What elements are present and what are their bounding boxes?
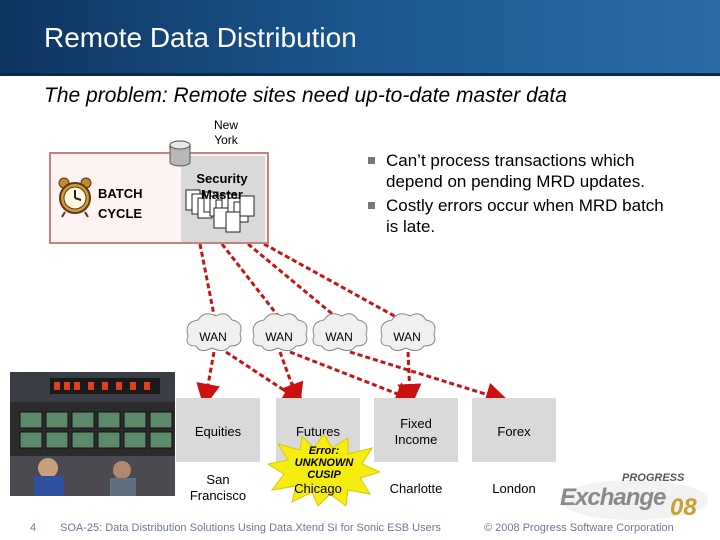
database-cylinder-icon [169, 140, 191, 167]
destination-box-equities [176, 398, 260, 462]
arrow-ny-to-wan-1 [198, 243, 216, 316]
arrow-ny-to-wan-4 [263, 242, 399, 320]
arrow-ny-to-wan-3 [247, 242, 337, 319]
arrow-wan-cross-1 [225, 350, 307, 405]
progress-exchange-logo [560, 480, 708, 520]
arrow-wan-cross-3 [349, 350, 510, 406]
arrow-wan4-to-fixed-income [397, 351, 422, 408]
destination-name-forex: Forex [497, 424, 531, 439]
arrow-ny-to-wan-2 [220, 243, 280, 317]
city-label-chicago: Chicago [294, 481, 342, 496]
city-label-san-francisco: San Francisco [189, 472, 247, 503]
wan-cloud-2 [252, 313, 308, 352]
footer-copyright: © 2008 Progress Software Corporation [484, 522, 674, 534]
wan-cloud-4 [380, 313, 436, 352]
trading-floor-photo [10, 372, 175, 496]
error-callout-text: Error: UNKNOWN CUSIP [294, 445, 354, 481]
destination-name-equities: Equities [194, 424, 242, 439]
destination-name-futures: Futures [295, 424, 341, 439]
batch-cycle-label: BATCH CYCLE [98, 186, 143, 221]
city-label-charlotte: Charlotte [389, 481, 443, 496]
wan-label-2: WAN [265, 330, 293, 344]
wan-cloud-icons [186, 313, 436, 352]
site-label-new-york: New York [213, 118, 238, 147]
logo-progress-text: PROGRESS [622, 472, 685, 484]
logo-exchange-text: Exchange [560, 484, 666, 511]
footer-title: SOA-25: Data Distribution Solutions Usin… [60, 522, 441, 534]
security-master-label: Security Master [196, 171, 248, 202]
title-bar: Remote Data Distribution [0, 0, 720, 76]
bullet-item: Can’t process transactions which depend … [368, 150, 678, 192]
destination-name-fixed-income: Fixed Income [394, 416, 438, 447]
wan-cloud-3 [312, 313, 368, 352]
wan-label-3: WAN [325, 330, 353, 344]
city-label-london: London [492, 481, 536, 496]
slide-number: 4 [30, 522, 37, 534]
arrow-wan1-to-equities [196, 351, 220, 408]
document-stack-icon [185, 189, 255, 233]
bullet-item: Costly errors occur when MRD batch is la… [368, 195, 678, 237]
arrow-wan-cross-2 [289, 350, 420, 405]
slide-subtitle: The problem: Remote sites need up-to-dat… [44, 84, 567, 107]
destination-box-fixed-income [374, 398, 458, 462]
wan-label-4: WAN [393, 330, 421, 344]
wan-cloud-1 [186, 313, 242, 352]
logo-year-text: 08 [670, 494, 697, 521]
alarm-clock-icon [58, 177, 92, 218]
slide-title: Remote Data Distribution [44, 22, 357, 53]
destination-box-forex [472, 398, 556, 462]
wan-label-1: WAN [199, 330, 227, 344]
problem-bullets: Can’t process transactions which depend … [368, 150, 678, 240]
error-burst-icon [268, 434, 380, 506]
